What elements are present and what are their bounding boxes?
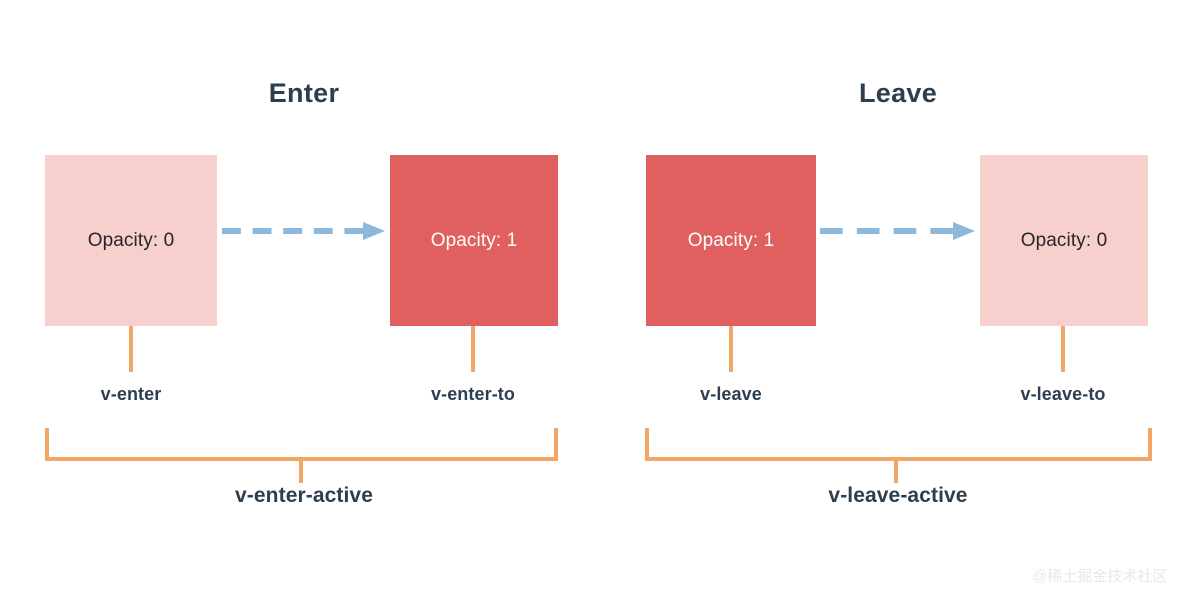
state-box-enter-to: Opacity: 1 bbox=[390, 155, 558, 326]
tick-stem-leave-1 bbox=[1061, 326, 1065, 372]
section-title-leave: Leave bbox=[858, 78, 938, 108]
tick-stem-enter-0 bbox=[129, 326, 133, 372]
bracket-rail bbox=[45, 457, 558, 461]
state-box-leave-from: Opacity: 1 bbox=[646, 155, 816, 326]
bracket-arm-right bbox=[554, 428, 558, 461]
class-label-v-leave-to: v-leave-to bbox=[1020, 384, 1106, 404]
state-box-opacity-label: Opacity: 1 bbox=[687, 229, 775, 251]
bracket-arm-left bbox=[45, 428, 49, 461]
class-label-v-leave: v-leave bbox=[700, 384, 762, 404]
tick-stem-leave-0 bbox=[729, 326, 733, 372]
state-box-opacity-label: Opacity: 0 bbox=[87, 229, 175, 251]
transition-arrow-leave bbox=[820, 221, 975, 241]
bracket-leave bbox=[645, 428, 1152, 461]
state-box-leave-to: Opacity: 0 bbox=[980, 155, 1148, 326]
bracket-label-v-enter-active: v-enter-active bbox=[235, 484, 373, 507]
bracket-enter bbox=[45, 428, 558, 461]
dashed-arrow-icon bbox=[222, 222, 385, 240]
bracket-label-v-leave-active: v-leave-active bbox=[828, 484, 968, 507]
state-box-enter-from: Opacity: 0 bbox=[45, 155, 217, 326]
watermark-text: @稀土掘金技术社区 bbox=[1032, 568, 1168, 585]
bracket-arm-left bbox=[645, 428, 649, 461]
dashed-arrow-icon bbox=[820, 222, 975, 240]
bracket-rail bbox=[645, 457, 1152, 461]
class-label-v-enter-to: v-enter-to bbox=[430, 384, 516, 404]
bracket-stem-enter bbox=[299, 461, 303, 483]
bracket-arm-right bbox=[1148, 428, 1152, 461]
state-box-opacity-label: Opacity: 1 bbox=[430, 229, 518, 251]
bracket-stem-leave bbox=[894, 461, 898, 483]
state-box-opacity-label: Opacity: 0 bbox=[1020, 229, 1108, 251]
class-label-v-enter: v-enter bbox=[100, 384, 162, 404]
tick-stem-enter-1 bbox=[471, 326, 475, 372]
transition-arrow-enter bbox=[222, 221, 385, 241]
section-title-enter: Enter bbox=[268, 78, 340, 108]
